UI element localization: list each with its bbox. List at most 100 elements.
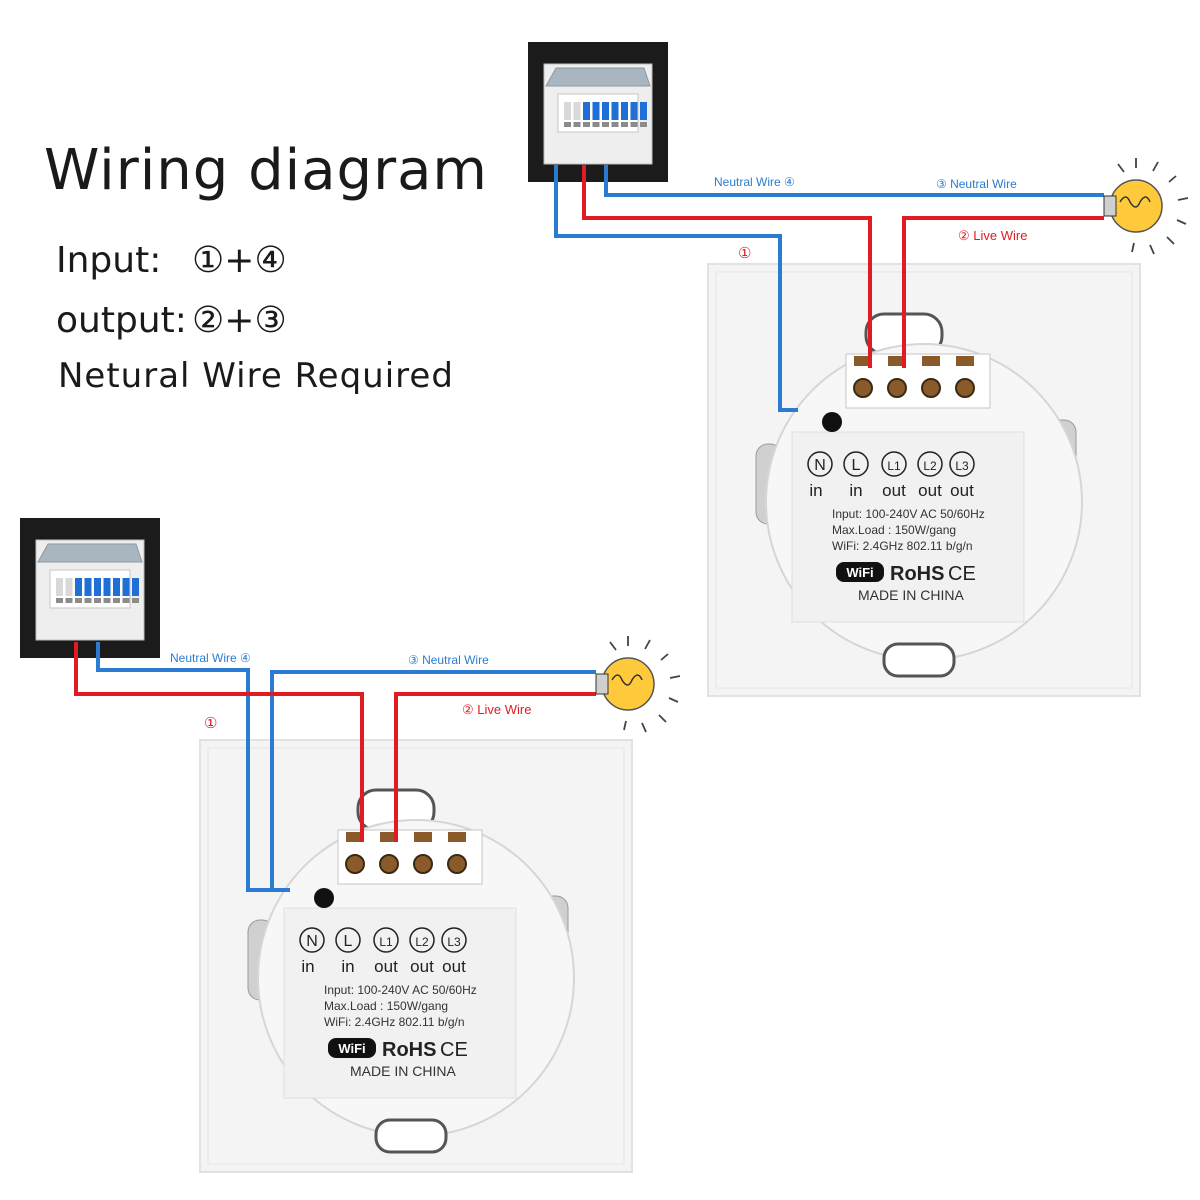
neutral-in-label-bottom: Neutral Wire ④	[170, 651, 251, 665]
breaker-switch	[573, 102, 581, 120]
terminal-sub-label: out	[374, 957, 398, 976]
terminal-sub-label: out	[882, 481, 906, 500]
light-bulb-icon-bottom	[595, 636, 681, 733]
terminal-sub-label: out	[410, 957, 434, 976]
wifi-badge	[836, 562, 884, 582]
breaker-switch	[75, 578, 82, 596]
breaker-terminal	[75, 598, 82, 603]
terminal-screw	[447, 854, 467, 874]
terminal-sub-label: in	[809, 481, 822, 500]
neutral-note: Netural Wire Required	[58, 356, 454, 396]
live-out-label-bottom: ② Live Wire	[462, 702, 531, 717]
wifi-badge-text: WiFi	[338, 1041, 365, 1056]
terminal-label-circle	[917, 451, 943, 477]
spec-wifi: WiFi: 2.4GHz 802.11 b/g/n	[324, 1015, 465, 1029]
spec-input: Input: 100-240V AC 50/60Hz	[324, 983, 477, 997]
bulb-ray	[1131, 242, 1135, 253]
bulb-ray	[609, 641, 617, 651]
output-value: ②+③	[192, 300, 287, 341]
breaker-switch	[640, 102, 647, 120]
terminal-sub-label: in	[341, 957, 354, 976]
bulb-ray	[1176, 219, 1187, 225]
breaker-switch	[592, 102, 600, 120]
breaker-terminal	[94, 598, 101, 603]
live-out-wire-bottom	[394, 692, 596, 842]
light-bulb-icon-top	[1103, 158, 1189, 255]
ce-mark: CE	[948, 563, 976, 585]
neutral-in-label-top: Neutral Wire ④	[714, 175, 795, 189]
terminal-screw-top	[922, 356, 940, 366]
wifi-badge	[328, 1038, 376, 1058]
terminal-screw	[413, 854, 433, 874]
terminal-screw-top	[888, 356, 906, 366]
live-in-label-top: ①	[738, 245, 751, 262]
terminal-sub-label: out	[950, 481, 974, 500]
switch-label-area	[283, 907, 517, 1099]
terminal-sub-label: out	[918, 481, 942, 500]
terminal-label-circle	[335, 927, 361, 953]
bulb-ray	[1168, 175, 1177, 183]
rohs-mark: RoHS	[382, 1039, 436, 1061]
switch-led-hole	[314, 888, 334, 908]
terminal-screw	[853, 378, 873, 398]
switch-bottom-clip	[374, 1118, 448, 1154]
header: Wiring diagram	[44, 138, 488, 203]
switch-plate-inner	[715, 271, 1133, 689]
terminal-label-circle	[807, 451, 833, 477]
breaker-switch	[630, 102, 638, 120]
breaker-switch	[122, 578, 130, 596]
terminal-screw	[345, 854, 365, 874]
terminal-label-L3: L3	[955, 459, 969, 473]
ce-mark: CE	[440, 1039, 468, 1061]
breaker-terminal	[113, 598, 120, 603]
terminal-label-circle	[881, 451, 907, 477]
terminal-label-L1: L1	[379, 935, 393, 949]
terminal-screw	[887, 378, 907, 398]
bulb-base	[595, 673, 609, 695]
terminal-label-circle	[843, 451, 869, 477]
switch-bottom-clip	[882, 642, 956, 678]
breaker-terminal	[564, 122, 571, 127]
breaker-terminal	[56, 598, 63, 603]
breaker-switch	[621, 102, 628, 120]
neutral-out-label-bottom: ③ Neutral Wire	[408, 653, 489, 667]
terminal-screw-top	[414, 832, 432, 842]
terminal-screw	[379, 854, 399, 874]
made-in-label: MADE IN CHINA	[350, 1063, 456, 1079]
spec-input: Input: 100-240V AC 50/60Hz	[832, 507, 985, 521]
breaker-switch	[94, 578, 101, 596]
neutral-out-wire-bottom	[270, 670, 596, 890]
live-in-label-bottom: ①	[204, 715, 217, 732]
input-value: ①+④	[192, 240, 287, 281]
spec-wifi: WiFi: 2.4GHz 802.11 b/g/n	[832, 539, 973, 553]
terminal-screw	[921, 378, 941, 398]
terminal-label-L1: L1	[887, 459, 901, 473]
terminal-label-circle	[409, 927, 435, 953]
terminal-label-L2: L2	[923, 459, 937, 473]
bulb-ray	[641, 722, 647, 733]
switch-plate-inner	[207, 747, 625, 1165]
bulb-base	[1103, 195, 1117, 217]
bulb-ray	[1152, 161, 1159, 172]
terminal-screw-top	[380, 832, 398, 842]
terminal-sub-label: in	[849, 481, 862, 500]
bulb-glass	[1109, 179, 1163, 233]
diagram-title: Wiring diagram	[44, 138, 488, 203]
breaker-terminal	[630, 122, 638, 127]
terminal-screw-top	[448, 832, 466, 842]
breaker-switch	[611, 102, 619, 120]
breaker-terminal	[132, 598, 139, 603]
breaker-switch	[84, 578, 92, 596]
breaker-switch	[103, 578, 111, 596]
terminal-label-N: N	[306, 933, 318, 950]
breaker-terminal	[611, 122, 619, 127]
spec-load: Max.Load : 150W/gang	[832, 523, 956, 537]
neutral-in-wire-top	[554, 165, 798, 412]
live-in-wire-bottom	[74, 642, 364, 842]
live-in-wire-top	[582, 165, 872, 368]
breaker-terminal	[621, 122, 628, 127]
rohs-mark: RoHS	[890, 563, 944, 585]
made-in-label: MADE IN CHINA	[858, 587, 964, 603]
